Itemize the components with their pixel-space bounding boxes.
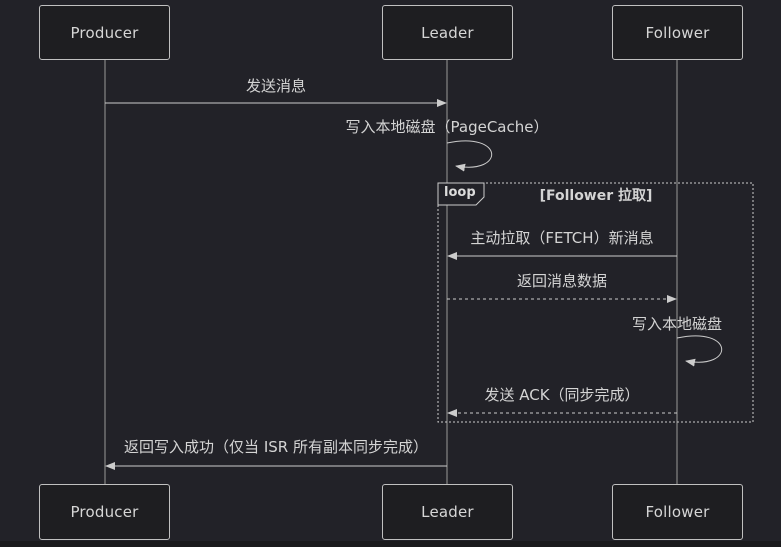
- message-label-return-data: 返回消息数据: [516, 272, 608, 290]
- participant-label: Follower: [645, 503, 710, 521]
- self-loop-leader: [446, 140, 493, 172]
- participant-label: Leader: [421, 23, 474, 42]
- loop-label: loop: [444, 185, 476, 200]
- participant-top-follower: Follower: [612, 5, 743, 60]
- canvas-bottom-edge: [0, 541, 781, 547]
- message-label-write-disk: 写入本地磁盘: [631, 315, 723, 333]
- participant-bottom-leader: Leader: [382, 484, 513, 540]
- loop-frame-border: [437, 182, 754, 423]
- participant-top-producer: Producer: [39, 5, 170, 60]
- loop-label-shape: [437, 182, 485, 206]
- message-label-ack: 发送 ACK（同步完成）: [484, 386, 640, 404]
- message-label-write-pagecache: 写入本地磁盘（PageCache）: [345, 118, 549, 136]
- message-label-fetch: 主动拉取（FETCH）新消息: [470, 229, 654, 247]
- loop-condition-label: [Follower 拉取]: [539, 188, 653, 204]
- participant-label: Producer: [70, 23, 139, 42]
- self-loop-follower: [676, 335, 723, 367]
- participant-label: Leader: [421, 503, 474, 521]
- participant-top-leader: Leader: [382, 5, 513, 60]
- participant-label: Producer: [70, 503, 139, 521]
- message-label-write-success: 返回写入成功（仅当 ISR 所有副本同步完成）: [124, 438, 428, 456]
- participant-label: Follower: [645, 23, 710, 42]
- message-label-send: 发送消息: [245, 77, 307, 95]
- participant-bottom-producer: Producer: [39, 484, 170, 540]
- participant-bottom-follower: Follower: [612, 484, 743, 540]
